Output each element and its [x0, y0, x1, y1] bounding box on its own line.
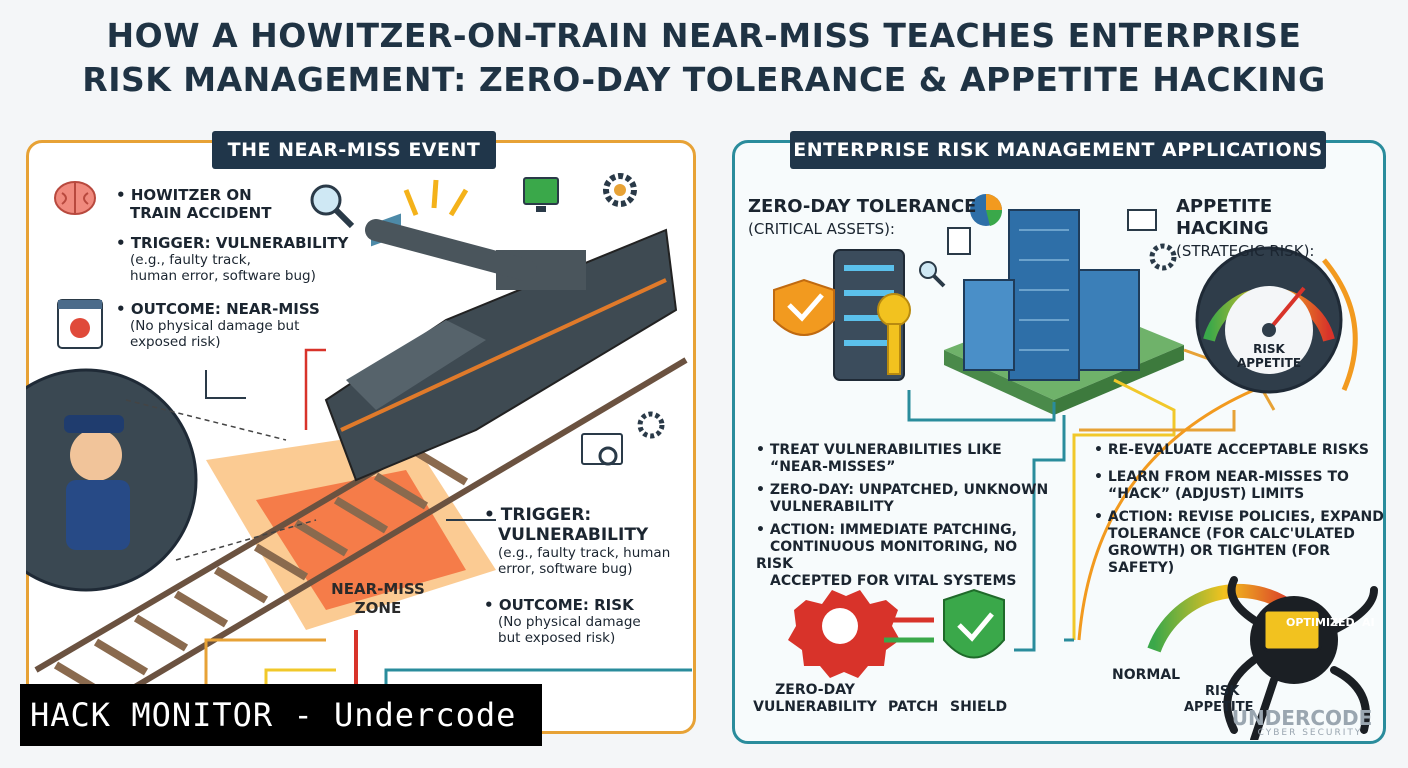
teal-flow-line: [1032, 415, 1066, 640]
brain-icon: [54, 181, 96, 215]
appetite-bullets: • RE-EVALUATE ACCEPTABLE RISKS • LEARN F…: [1094, 442, 1384, 577]
monitor-search-icon: [581, 433, 623, 466]
near-miss-zone-label: NEAR-MISS ZONE: [331, 580, 425, 617]
magnifier-icon: [310, 184, 355, 229]
gear-icon: [603, 173, 637, 207]
appetite-bullet-2: • LEARN FROM NEAR-MISSES TO“HACK” (ADJUS…: [1094, 469, 1349, 502]
green-shield: [943, 588, 1005, 659]
appetite-meter-arc: [1147, 583, 1299, 653]
bullet-trigger: • TRIGGER: VULNERABILITY (e.g., faulty t…: [116, 234, 349, 284]
erm-header: ENTERPRISE RISK MANAGEMENT APPLICATIONS: [790, 131, 1326, 169]
magnifier-icon-2: [919, 261, 946, 288]
patch-label: PATCH: [888, 699, 939, 715]
near-miss-zone-core: [256, 470, 466, 610]
title-line-1: HOW A HOWITZER-ON-TRAIN NEAR-MISS TEACHE…: [106, 16, 1302, 55]
monitor-icon: [523, 177, 559, 212]
zero-day-vuln-label: ZERO-DAY VULNERABILITY: [753, 682, 877, 715]
appetite-bullet-1: • RE-EVALUATE ACCEPTABLE RISKS: [1094, 442, 1369, 458]
undercode-watermark: UNDERCODE: [1231, 706, 1373, 730]
gauge-label: RISK APPETITE: [1236, 342, 1302, 370]
rail-right: [94, 357, 688, 713]
orange-arc-line: [1077, 388, 1255, 641]
gauge-arrow-right: [1322, 258, 1358, 391]
gear-icon-2: [637, 411, 665, 439]
left-building: [963, 279, 1015, 371]
zero-day-bullets: • TREAT VULNERABILITIES LIKE“NEAR-MISSES…: [756, 442, 1056, 590]
appetite-title-block: APPETITE HACKING (STRATEGIC RISK):: [1176, 196, 1315, 260]
right-building: [1078, 269, 1140, 371]
outcome-callout: • OUTCOME: RISK (No physical damage but …: [484, 596, 641, 646]
gauge-needle: [1267, 286, 1306, 332]
howitzer-barrel: [365, 219, 537, 281]
track-ties: [53, 448, 469, 699]
orange-shield: [773, 278, 835, 336]
bug-alert-icon: [57, 299, 103, 349]
shield-label: SHIELD: [950, 699, 1008, 715]
train-cab: [346, 320, 486, 410]
near-miss-header: THE NEAR-MISS EVENT: [212, 131, 496, 169]
document-icon: [947, 227, 971, 255]
optimized-label: OPTIMIZED: [1286, 616, 1355, 629]
train-stripe: [340, 278, 667, 432]
conductor-hat: [64, 415, 124, 433]
red-arrow: [304, 348, 326, 430]
alert-burst: [403, 179, 469, 217]
trigger-callout: • TRIGGER: VULNERABILITY (e.g., faulty t…: [484, 505, 671, 577]
page-title: HOW A HOWITZER-ON-TRAIN NEAR-MISS TEACHE…: [0, 14, 1408, 102]
train-illustration: [26, 179, 692, 730]
zero-bullet-3: • ACTION: IMMEDIATE PATCHING,CONTINUOUS …: [756, 522, 1018, 589]
watermark-tagline: CYBER SECURITY: [1257, 728, 1363, 738]
bullet-howitzer: • HOWITZER ON TRAIN ACCIDENT: [116, 186, 272, 222]
arrow-to-zone: [205, 370, 246, 399]
bullet-outcome: • OUTCOME: NEAR-MISS (No physical damage…: [116, 300, 320, 350]
gear-icon-3: [1149, 243, 1177, 271]
appetite-label: APPETITE: [1184, 700, 1254, 715]
risk-label: RISK: [1205, 684, 1240, 699]
normal-label: NORMAL: [1112, 667, 1181, 683]
key-icon: [877, 293, 911, 327]
monitor-icon-2: [1127, 209, 1157, 231]
zero-bullet-1: • TREAT VULNERABILITIES LIKE“NEAR-MISSES…: [756, 442, 1002, 475]
ai-label: AI: [1362, 616, 1375, 629]
conductor-face: [70, 429, 122, 481]
pie-chart-icon: [970, 194, 1003, 226]
conductor-uniform: [66, 480, 130, 550]
tower-building: [1008, 209, 1080, 381]
zero-day-title-block: ZERO-DAY TOLERANCE (CRITICAL ASSETS):: [748, 196, 977, 238]
hack-monitor-badge: HACK MONITOR - Undercode: [20, 684, 542, 746]
erm-illustration: [773, 209, 1378, 740]
title-line-2: RISK MANAGEMENT: ZERO-DAY TOLERANCE & AP…: [82, 60, 1326, 99]
